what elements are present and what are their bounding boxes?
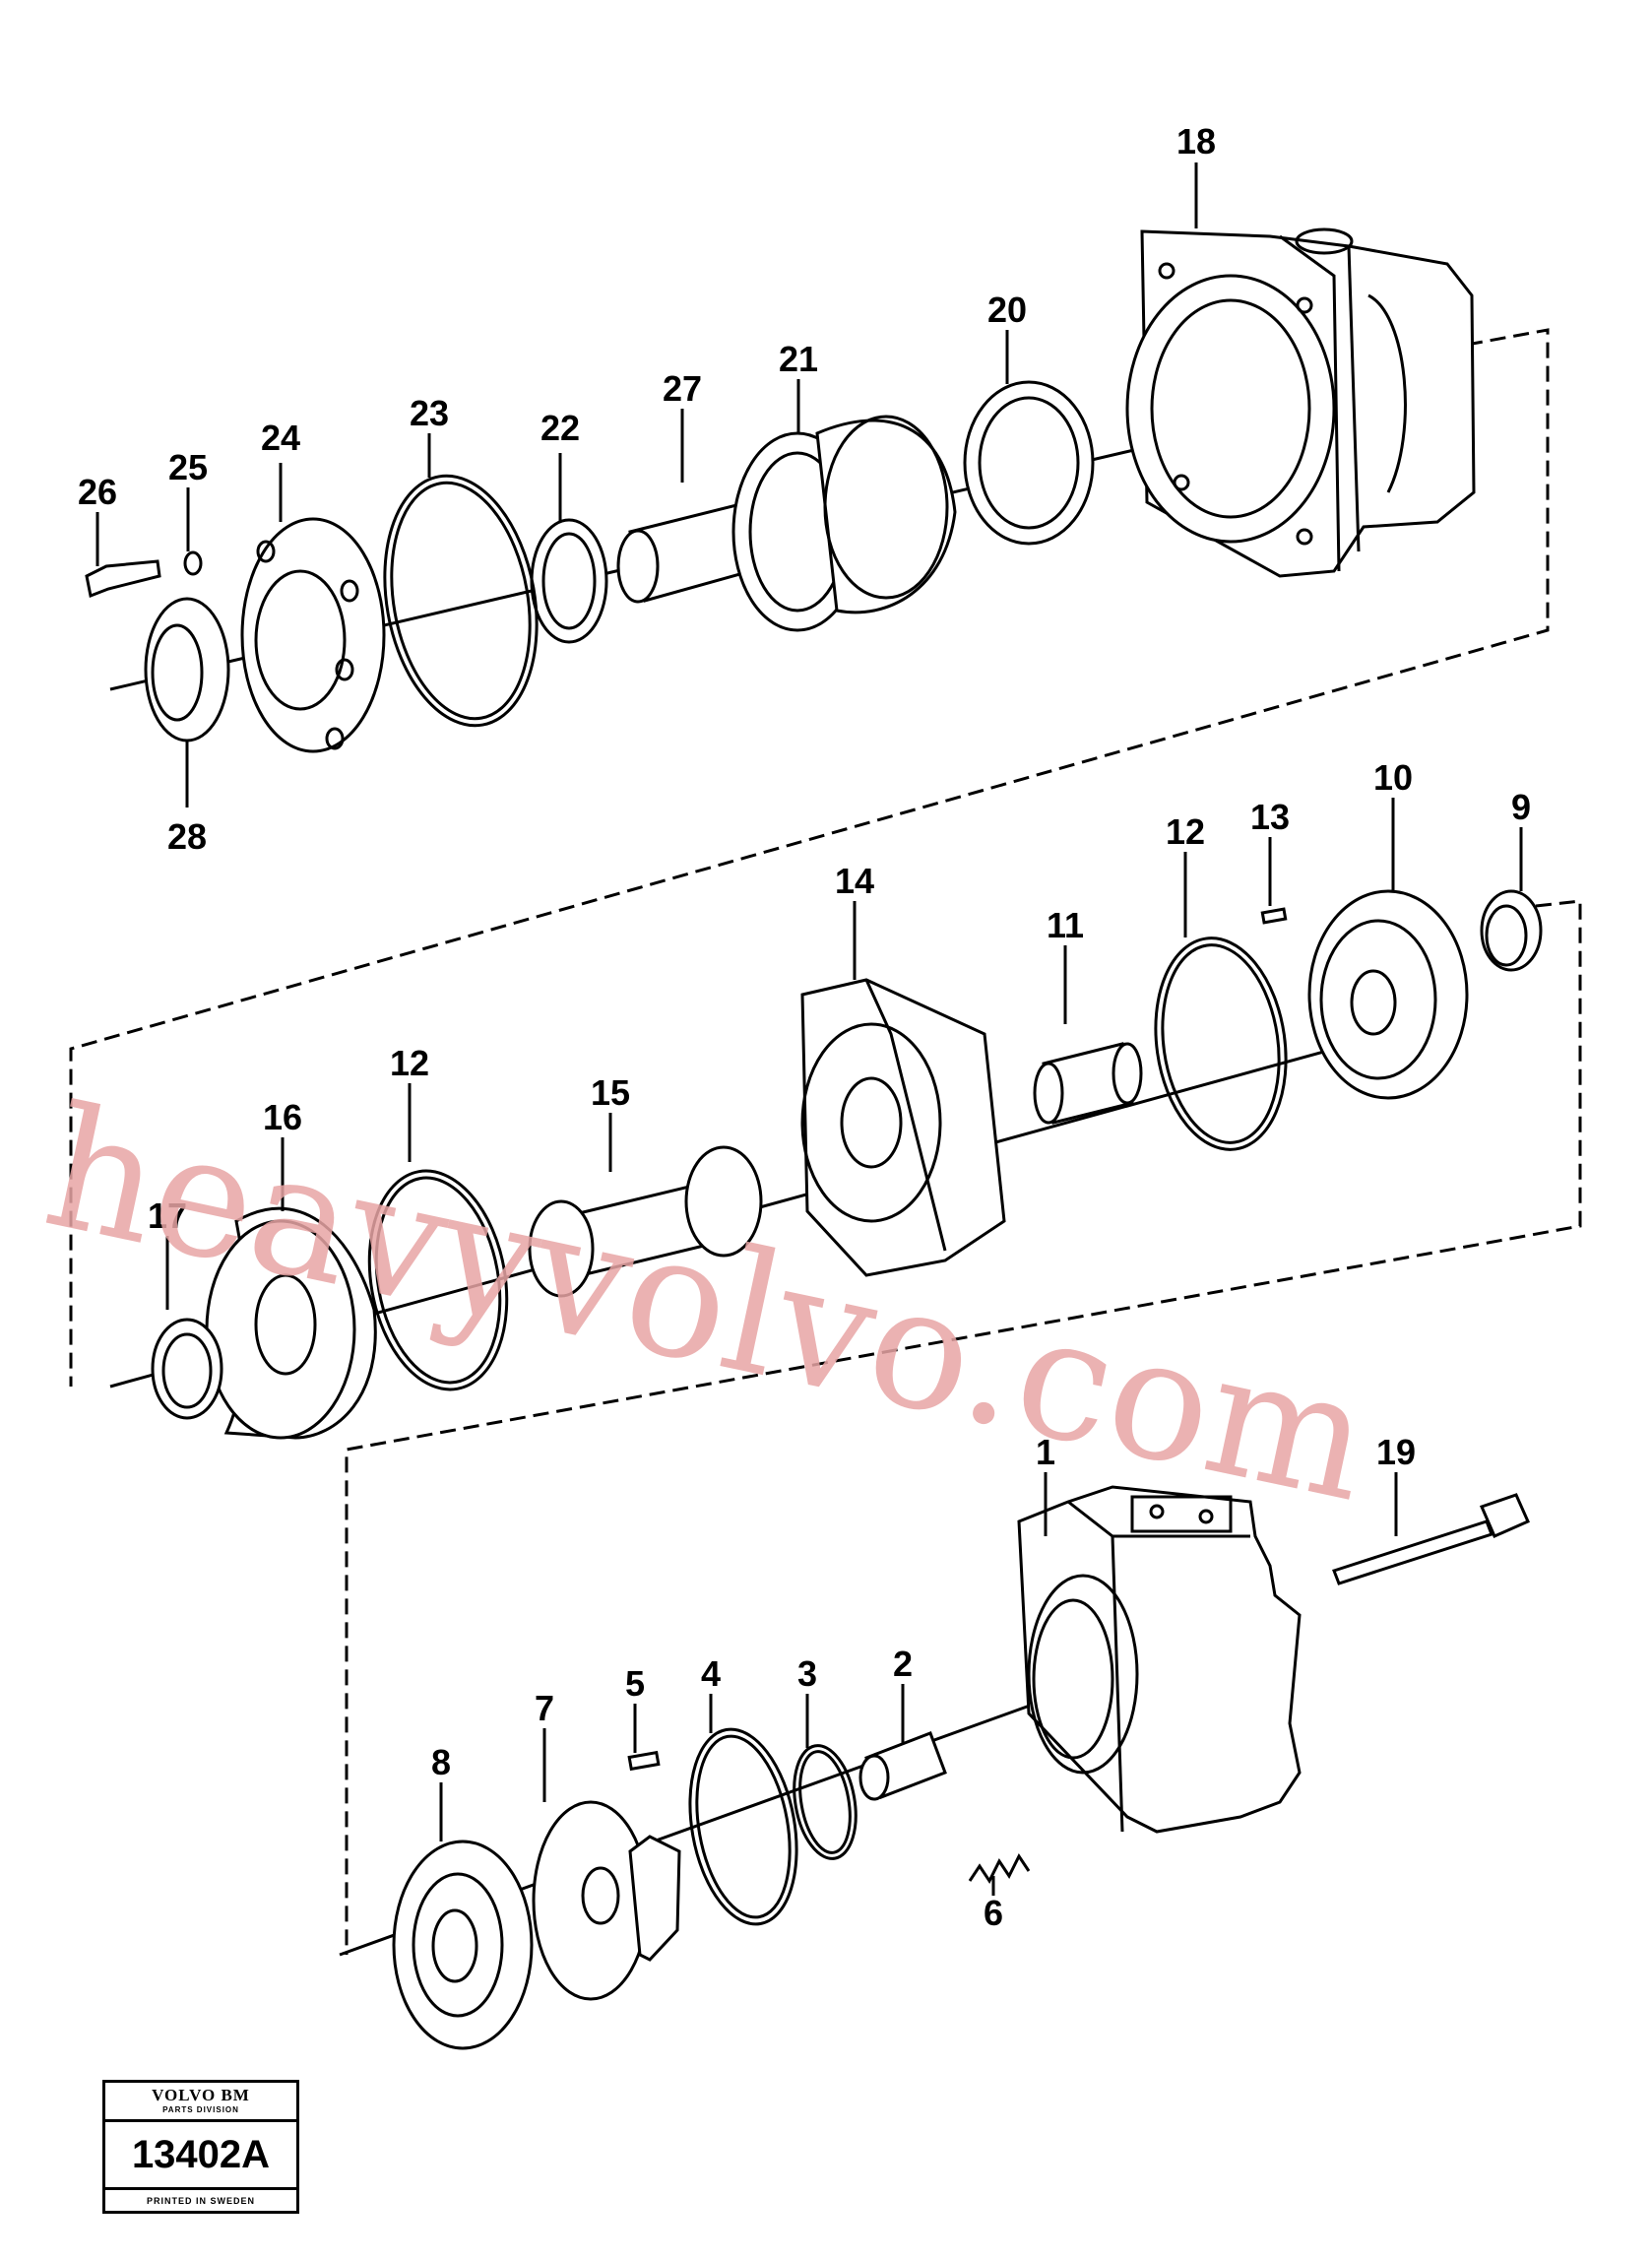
callout-26: 26 xyxy=(78,472,117,512)
callout-8: 8 xyxy=(431,1742,451,1782)
callout-23: 23 xyxy=(410,393,449,433)
callout-11: 11 xyxy=(1047,905,1084,945)
callout-numbers: 18 20 21 27 22 23 24 25 26 28 10 9 13 12… xyxy=(78,121,1531,1933)
stamp-division: PARTS DIVISION xyxy=(162,2105,239,2114)
part-26-screw xyxy=(85,559,161,599)
callout-12-upper: 12 xyxy=(1166,811,1205,852)
part-20-sleeve xyxy=(963,380,1095,546)
callout-17: 17 xyxy=(148,1195,187,1236)
callout-9: 9 xyxy=(1511,787,1531,827)
part-19-bolt xyxy=(1332,1493,1530,1585)
callout-24: 24 xyxy=(261,418,300,458)
stamp-footer: PRINTED IN SWEDEN xyxy=(146,2196,255,2206)
part-5-pin xyxy=(627,1750,661,1772)
part-12-o-ring-upper xyxy=(1154,937,1288,1151)
part-15-splined-shaft xyxy=(528,1145,763,1298)
callout-10: 10 xyxy=(1373,757,1413,798)
stamp-code: 13402A xyxy=(105,2122,296,2190)
callout-27: 27 xyxy=(663,368,702,409)
callout-20: 20 xyxy=(987,290,1027,330)
part-25-washer xyxy=(183,550,203,576)
part-8-gear-housing xyxy=(392,1840,534,2050)
part-22-seal xyxy=(530,518,608,644)
callout-25: 25 xyxy=(168,447,208,487)
leader-lines xyxy=(95,162,1523,1896)
part-17-seal xyxy=(151,1318,223,1420)
part-21-27-shaft-bearing xyxy=(616,415,957,632)
part-28-seal-ring xyxy=(144,597,230,743)
part-9-seal xyxy=(1480,889,1543,972)
part-7-flange xyxy=(532,1800,681,2001)
part-23-o-ring xyxy=(383,474,539,728)
stamp-header: VOLVO BM PARTS DIVISION xyxy=(105,2083,296,2122)
stamp-brand: VOLVO BM xyxy=(152,2086,250,2104)
part-6-spring xyxy=(968,1853,1031,1884)
callout-15: 15 xyxy=(591,1072,630,1113)
part-3-o-ring xyxy=(793,1744,858,1860)
part-10-valve-disc xyxy=(1307,889,1469,1100)
part-1-valve-body xyxy=(1017,1485,1302,1834)
callout-14: 14 xyxy=(835,861,874,901)
callout-1: 1 xyxy=(1036,1432,1055,1472)
dashed-connector-middle xyxy=(345,899,1582,1955)
part-11-coupling xyxy=(1033,1042,1143,1125)
callout-16: 16 xyxy=(263,1097,302,1137)
part-13-pin xyxy=(1260,907,1288,925)
part-14-gear-set xyxy=(800,978,1006,1277)
dashed-connector-top xyxy=(69,328,1550,1387)
callout-4: 4 xyxy=(701,1653,721,1694)
callout-6: 6 xyxy=(984,1893,1003,1933)
part-18-housing xyxy=(1125,227,1476,578)
part-16-disc xyxy=(205,1206,377,1440)
part-2-piston xyxy=(858,1731,947,1801)
part-12-o-ring-lower xyxy=(367,1169,509,1391)
callout-5: 5 xyxy=(625,1663,645,1704)
callout-3: 3 xyxy=(797,1653,817,1694)
callout-12-lower: 12 xyxy=(390,1043,429,1083)
callout-2: 2 xyxy=(893,1644,913,1684)
callout-7: 7 xyxy=(535,1688,554,1728)
part-4-o-ring xyxy=(688,1727,798,1926)
callout-21: 21 xyxy=(779,339,818,379)
callout-22: 22 xyxy=(540,408,580,448)
part-24-cover xyxy=(240,517,386,753)
callout-18: 18 xyxy=(1176,121,1216,162)
parts-division-stamp: VOLVO BM PARTS DIVISION 13402A PRINTED I… xyxy=(102,2080,299,2214)
callout-13: 13 xyxy=(1250,797,1290,837)
callout-19: 19 xyxy=(1376,1432,1416,1472)
callout-28: 28 xyxy=(167,816,207,857)
